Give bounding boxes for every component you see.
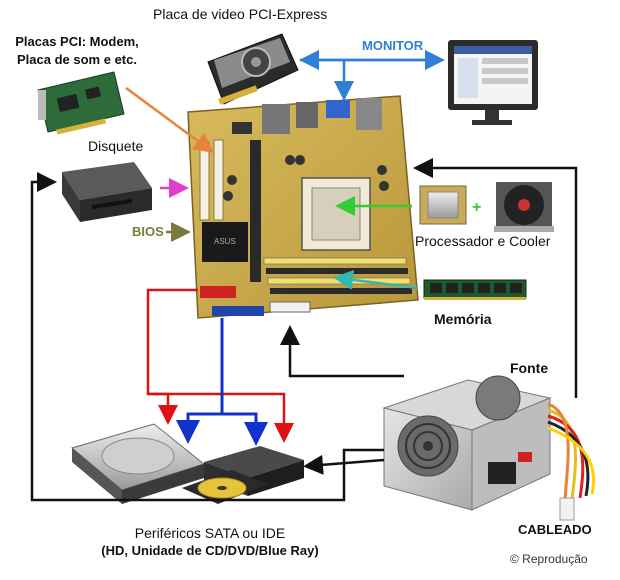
peripherals-label-line2: (HD, Unidade de CD/DVD/Blue Ray) [101, 543, 319, 558]
memory-label: Memória [434, 311, 492, 327]
psu-cable-bundle [547, 402, 596, 521]
pci-cards-label-line1: Placas PCI: Modem, [15, 34, 139, 49]
video-card-image [207, 33, 299, 105]
memory-image [423, 279, 527, 300]
sata-cables [146, 288, 294, 443]
psu-label: Fonte [510, 360, 549, 376]
credit-label: © Reprodução [510, 552, 588, 566]
memory-arrow [333, 269, 419, 290]
svg-text:ASUS: ASUS [214, 237, 236, 246]
video-card-label: Placa de video PCI-Express [153, 6, 328, 22]
pci-cards-label-line2: Placa de som e etc. [17, 52, 137, 67]
cabling-label: CABLEADO [518, 522, 592, 537]
monitor-label: MONITOR [362, 38, 424, 53]
cpu-image [419, 185, 467, 225]
monitor-arrow [299, 50, 445, 101]
floppy-drive-image [62, 162, 152, 222]
optical-drive-image [182, 446, 304, 504]
peripherals-label-line1: Periféricos SATA ou IDE [134, 525, 286, 541]
ide-cables [176, 318, 268, 446]
power-cables [30, 158, 578, 502]
power-supply-image [382, 375, 552, 511]
bios-label: BIOS [132, 224, 164, 239]
pci-arrow [125, 86, 215, 153]
floppy-label: Disquete [88, 138, 144, 154]
svg-text:+: + [472, 199, 481, 216]
cooler-image [494, 182, 554, 232]
pci-card-image [37, 71, 125, 135]
cpu-cooler-label: Processador e Cooler [415, 233, 551, 249]
monitor-image [448, 40, 538, 125]
hdd-image [70, 423, 206, 504]
